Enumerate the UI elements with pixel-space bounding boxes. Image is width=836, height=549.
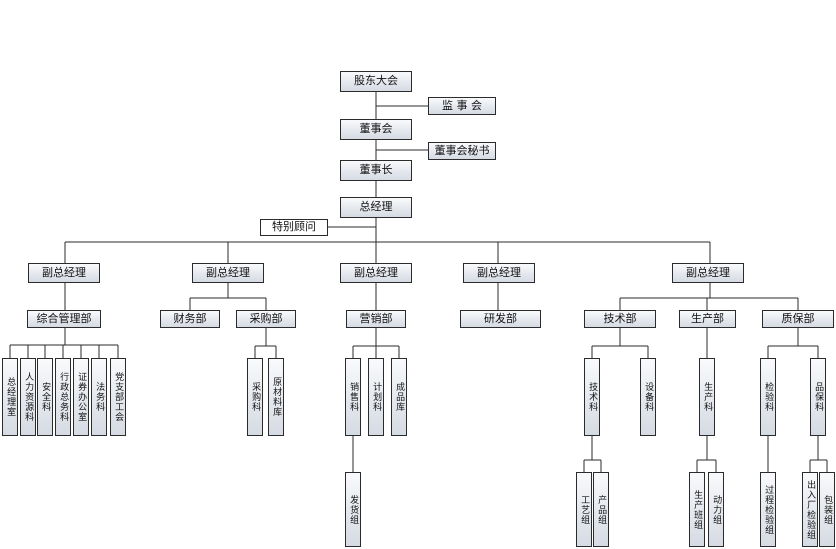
chairman-box: 董事长 [340,160,412,181]
deputy-gm-box: 副总经理 [340,263,412,283]
section-box: 出入厂检验组 [802,472,818,547]
section-box: 销售科 [345,358,361,436]
section-box: 法务科 [91,358,107,436]
section-box: 人力资源科 [20,358,36,436]
section-box: 技术科 [584,358,600,436]
deputy-gm-box: 副总经理 [192,263,264,283]
section-box: 成品库 [391,358,407,436]
section-box: 发货组 [345,472,361,547]
section-box: 行政总务科 [55,358,71,436]
deputy-gm-box: 副总经理 [463,263,535,283]
deputy-gm-box: 副总经理 [672,263,744,283]
board-secretary-box: 董事会秘书 [428,142,496,160]
section-box: 证券办公室 [73,358,89,436]
rnd-dept-box: 研发部 [460,310,541,328]
section-box: 品保科 [810,358,826,436]
special-advisor-box: 特别顾问 [260,219,328,236]
section-box: 产品组 [593,472,609,547]
section-box: 检验科 [760,358,776,436]
section-box: 生产科 [699,358,715,436]
general-manager-box: 总经理 [340,197,412,218]
shareholders-meeting-box: 股东大会 [340,71,412,92]
section-box: 安全科 [37,358,53,436]
technology-dept-box: 技术部 [584,310,656,328]
section-box: 采购科 [247,358,263,436]
quality-dept-box: 质保部 [762,310,834,328]
deputy-gm-box: 副总经理 [28,263,100,283]
section-box: 动力组 [708,472,724,547]
section-box: 计划科 [368,358,384,436]
marketing-dept-box: 营销部 [346,310,406,328]
section-box: 总经理室 [2,358,18,436]
production-dept-box: 生产部 [679,310,736,328]
purchasing-dept-box: 采购部 [236,310,296,328]
section-box: 原材料库 [268,358,284,436]
finance-dept-box: 财务部 [160,310,220,328]
section-box: 设备科 [640,358,656,436]
section-box: 包装组 [819,472,835,547]
board-of-directors-box: 董事会 [340,119,412,140]
section-box: 党支部工会 [110,358,126,436]
section-box: 生产班组 [689,472,705,547]
section-box: 过程检验组 [760,472,776,547]
section-box: 工艺组 [576,472,592,547]
general-management-dept-box: 综合管理部 [27,310,101,328]
board-of-supervisors-box: 监 事 会 [428,97,496,115]
